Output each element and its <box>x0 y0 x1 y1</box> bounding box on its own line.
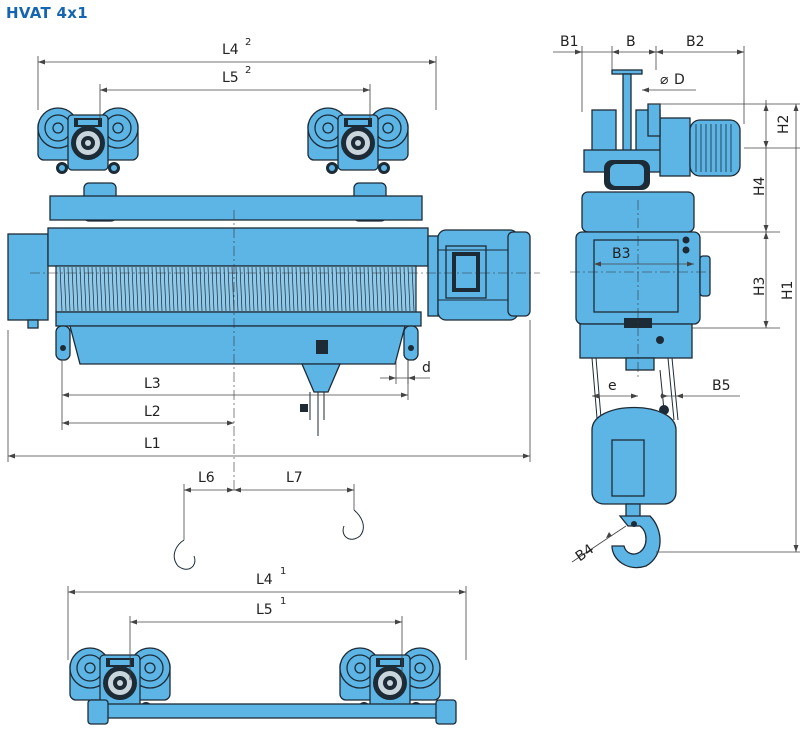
bottom-view <box>67 586 467 725</box>
label-L4-top: L4 <box>222 42 239 58</box>
label-D-prefix: ⌀ <box>660 72 669 88</box>
label-H1: H1 <box>780 281 796 300</box>
label-B5: B5 <box>712 378 731 394</box>
label-L3: L3 <box>144 376 161 392</box>
label-B1: B1 <box>560 34 579 50</box>
label-B2: B2 <box>686 34 705 50</box>
label-B4: B4 <box>573 541 597 565</box>
label-d: d <box>422 360 431 376</box>
diagram-title: HVAT 4x1 <box>6 4 88 22</box>
label-L6: L6 <box>198 470 215 486</box>
side-view <box>7 107 540 490</box>
label-L4-top-sup: 2 <box>245 37 251 48</box>
label-e: e <box>608 378 617 394</box>
label-H3: H3 <box>752 277 768 296</box>
label-L5-bottom: L5 <box>256 602 273 618</box>
label-L5-top-sup: 2 <box>245 65 251 76</box>
label-L4-bottom-sup: 1 <box>280 566 286 577</box>
label-L5-bottom-sup: 1 <box>280 596 286 607</box>
label-L5-top: L5 <box>222 70 239 86</box>
label-B: B <box>626 34 636 50</box>
label-H2: H2 <box>776 115 792 134</box>
label-H4: H4 <box>752 176 768 196</box>
end-view-dimensions <box>553 46 800 563</box>
side-view-dimensions <box>7 56 531 570</box>
label-D: D <box>674 72 685 88</box>
label-L2: L2 <box>144 404 161 420</box>
label-B3: B3 <box>612 246 631 262</box>
end-view <box>570 69 741 569</box>
label-L7: L7 <box>286 470 303 486</box>
label-L4-bottom: L4 <box>256 572 273 588</box>
label-L1: L1 <box>144 436 161 452</box>
